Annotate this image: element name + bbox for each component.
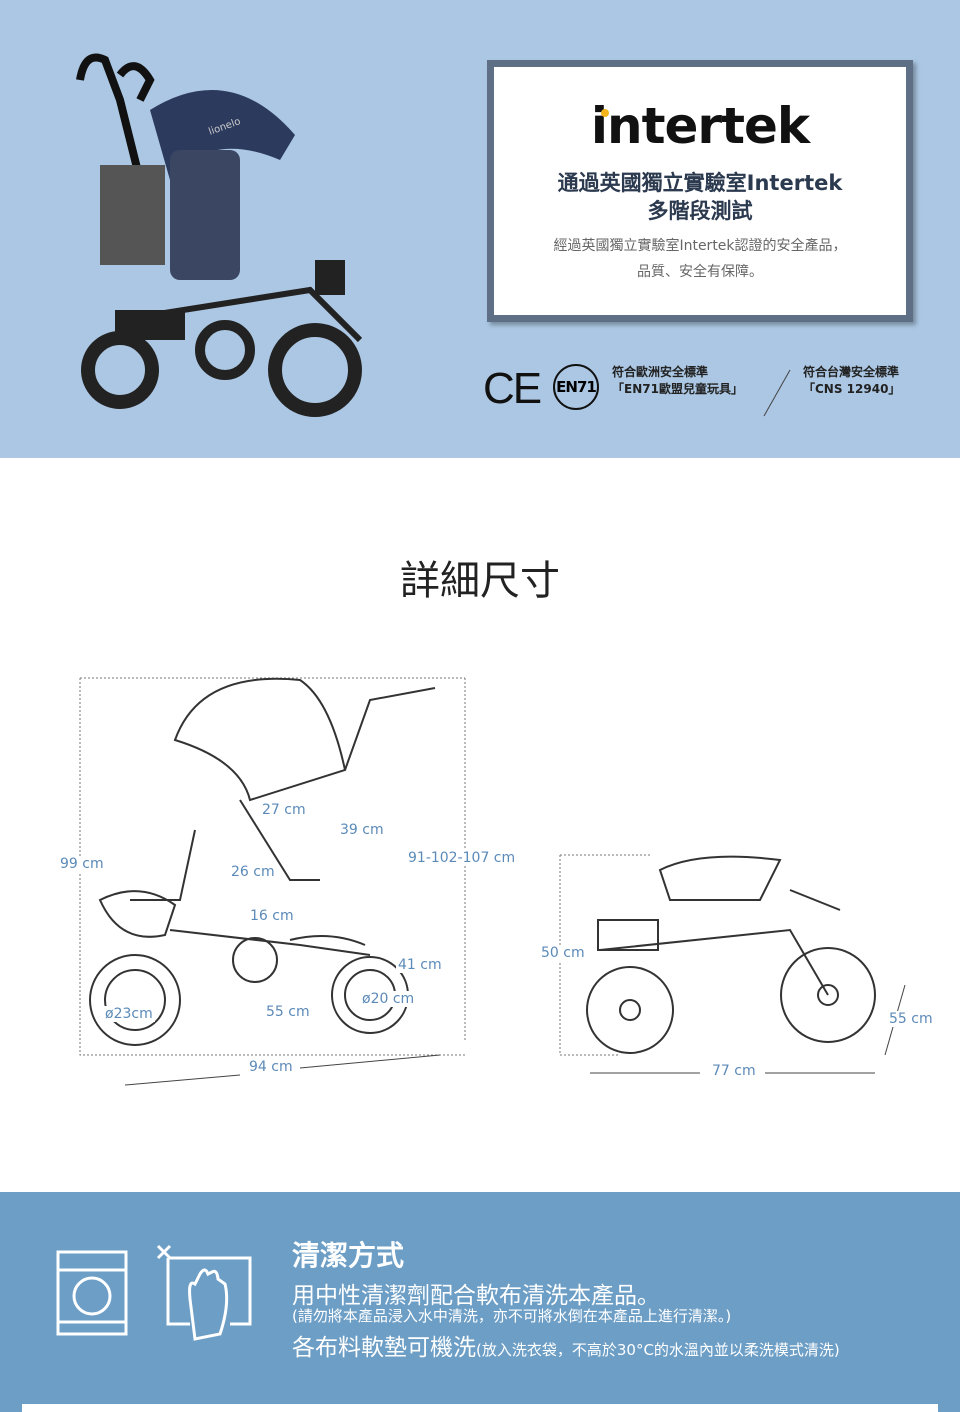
dim-seat-height: 41 cm — [396, 957, 444, 973]
dim-rear-wheel: ø20 cm — [360, 991, 417, 1007]
dim-handle-height: 91-102-107 cm — [406, 850, 518, 866]
cleaning-section — [0, 1192, 960, 1412]
dim-total-height: 99 cm — [58, 856, 106, 872]
tw-standard: 符合台灣安全標準「CNS 12940」 — [803, 365, 901, 396]
dim-folded-length: 77 cm — [710, 1063, 758, 1079]
dim-length: 94 cm — [247, 1059, 295, 1075]
cleaning-line-2: (請勿將本產品浸入水中清洗，亦不可將水倒在本產品上進行清潔。) — [292, 1307, 732, 1325]
dimension-drawings — [79, 677, 906, 1086]
cleaning-line-1: 用中性清潔劑配合軟布清洗本產品。 — [292, 1283, 660, 1309]
dimensions-title: 詳細尺寸 — [400, 558, 560, 604]
cleaning-title: 清潔方式 — [292, 1239, 405, 1272]
hand-wipe-icon — [156, 1244, 252, 1341]
dim-wheelbase: 55 cm — [264, 1004, 312, 1020]
dim-seat-depth: 26 cm — [229, 864, 277, 880]
dim-folded-width: 55 cm — [887, 1011, 935, 1027]
eu-standard: 符合歐洲安全標準「EN71歐盟兒童玩具」 — [612, 365, 743, 396]
tricycle-photo: lionelo — [76, 53, 363, 417]
en71-mark-icon: EN71 — [553, 364, 599, 410]
intertek-logo: intertek — [590, 97, 810, 155]
dim-folded-height: 50 cm — [539, 945, 587, 961]
washing-machine-icon — [56, 1250, 128, 1336]
dim-seat-width: 27 cm — [260, 802, 308, 818]
dim-front-wheel: ø23cm — [103, 1006, 155, 1022]
bottom-strip — [22, 1404, 938, 1412]
cleaning-line-3: 各布料軟墊可機洗(放入洗衣袋，不高於30°C的水溫內並以柔洗模式清洗) — [292, 1335, 840, 1361]
ce-mark-icon: CE — [483, 364, 542, 413]
dim-footrest: 16 cm — [248, 908, 296, 924]
dim-backrest: 39 cm — [338, 822, 386, 838]
divider-slash — [763, 369, 791, 417]
intertek-description: 經過英國獨立實驗室Intertek認證的安全產品，品質、安全有保障。 — [553, 238, 847, 280]
